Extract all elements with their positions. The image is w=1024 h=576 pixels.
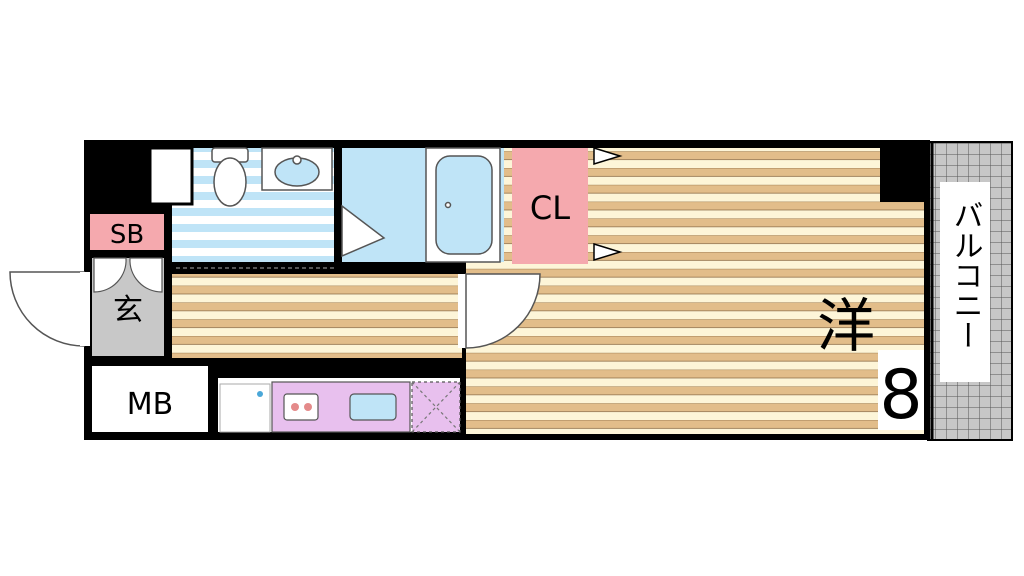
wash-basin-icon — [261, 147, 333, 191]
closet-label: CL — [530, 189, 570, 227]
sink-icon — [349, 393, 397, 421]
balcony: バルコニー — [927, 141, 1013, 441]
shoe-box — [90, 214, 164, 250]
room-size-backdrop — [878, 350, 924, 430]
bathroom-door-icon — [341, 204, 386, 258]
bathtub-icon — [425, 147, 501, 263]
front-door-opening — [80, 272, 90, 346]
meter-box — [92, 366, 208, 432]
entrance-label: 玄 — [113, 293, 143, 328]
refrigerator-space — [219, 383, 271, 433]
closet-door-markers — [593, 146, 623, 262]
shoe-box-label: SB — [110, 220, 144, 250]
western-room-label: 洋 — [817, 292, 875, 360]
western-room-corner-pillar — [880, 140, 930, 202]
toilet-icon — [211, 147, 249, 207]
room-size-label: 8 — [879, 356, 922, 435]
entrance-inner-door — [93, 257, 163, 293]
balcony-label: バルコニー — [948, 200, 983, 350]
laundry-space — [411, 381, 461, 433]
meter-box-label: MB — [127, 387, 173, 422]
stove-icon — [283, 393, 319, 421]
front-door-icon — [9, 271, 85, 347]
room-door-icon — [458, 273, 541, 349]
storage-box — [148, 146, 194, 206]
hallway-floor — [172, 274, 462, 358]
closet — [512, 148, 588, 264]
